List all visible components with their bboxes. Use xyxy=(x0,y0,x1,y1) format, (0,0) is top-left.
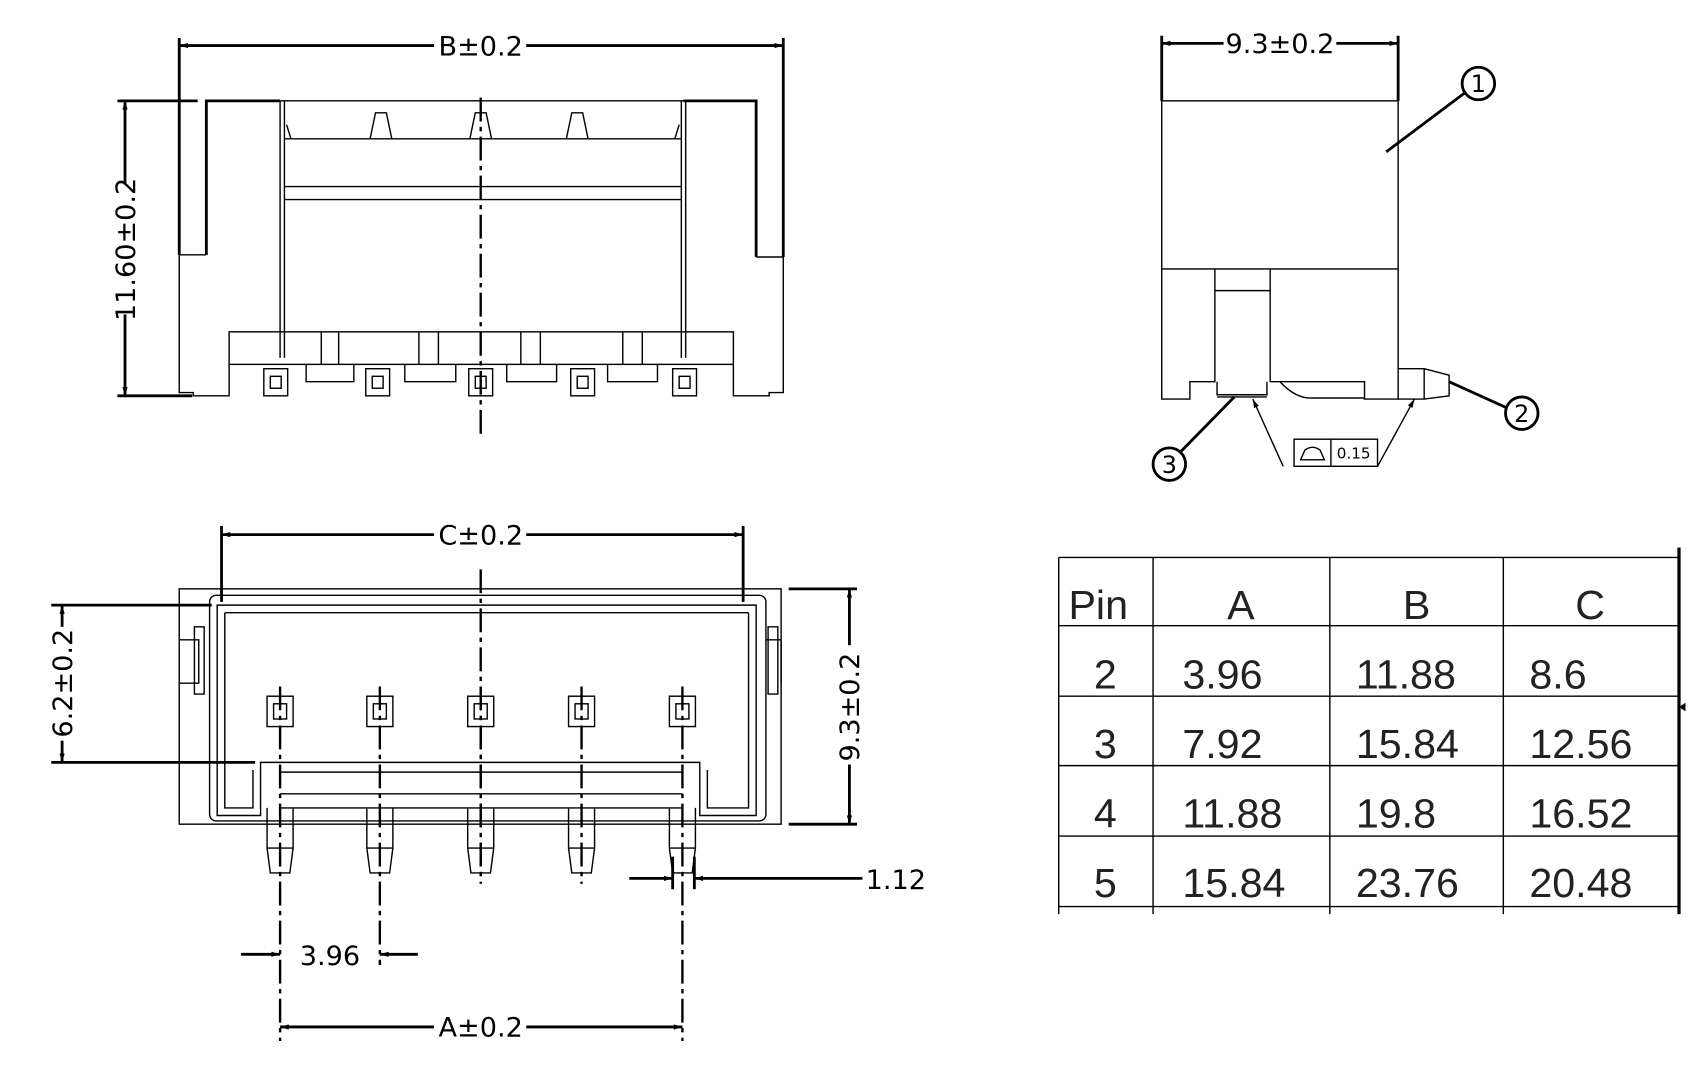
table-cell: 5 xyxy=(1094,860,1117,906)
table-cell: 15.84 xyxy=(1356,721,1459,767)
table-cell: 4 xyxy=(1094,790,1117,836)
table-cell: 11.88 xyxy=(1356,652,1456,698)
table-cell: 15.84 xyxy=(1182,860,1285,906)
table-header: A xyxy=(1227,582,1255,628)
table-cell: 2 xyxy=(1094,652,1117,698)
dimension-a: A±0.2 xyxy=(439,1013,523,1044)
dimension-pin-width: 1.12 xyxy=(866,865,926,896)
table-header: Pin xyxy=(1068,582,1128,628)
pin xyxy=(266,686,294,1042)
callout-3: 3 xyxy=(1162,451,1177,479)
callout-2: 2 xyxy=(1514,400,1529,428)
table-cell: 23.76 xyxy=(1356,860,1459,906)
dimension-table: Pin A B C 2 3.96 11.88 8.6 3 7.92 15.84 12.56 4 11.88… xyxy=(1058,547,1686,915)
table-cell: 20.48 xyxy=(1529,860,1632,906)
table-cell: 3.96 xyxy=(1182,652,1262,698)
top-view: B±0.2 11.60±0.2 xyxy=(111,31,785,436)
table-header: B xyxy=(1403,582,1430,628)
flatness-frame: 0.15 xyxy=(1293,438,1379,468)
pin xyxy=(567,686,596,884)
table-cell: 7.92 xyxy=(1182,721,1262,767)
side-view: 9.3±0.2 1 2 3 0.15 xyxy=(1151,29,1540,482)
dimension-b: B±0.2 xyxy=(438,31,522,62)
flatness-value: 0.15 xyxy=(1337,445,1371,463)
table-header: C xyxy=(1575,582,1605,628)
table-cell: 19.8 xyxy=(1356,790,1436,836)
dimension-9-3: 9.3±0.2 xyxy=(835,653,866,762)
pin xyxy=(366,686,394,966)
front-view: C±0.2 6.2±0.2 9.3±0.2 1.12 3.96 A±0.2 xyxy=(48,520,926,1043)
table-cell: 3 xyxy=(1094,721,1117,767)
table-cell: 12.56 xyxy=(1529,721,1632,767)
pin xyxy=(668,686,697,1042)
table-cell: 16.52 xyxy=(1529,790,1632,836)
callout-1: 1 xyxy=(1471,70,1486,98)
table-cell: 8.6 xyxy=(1529,652,1586,698)
dimension-6-2: 6.2±0.2 xyxy=(48,629,79,738)
dimension-c: C±0.2 xyxy=(438,520,523,551)
dimension-height: 11.60±0.2 xyxy=(111,178,142,321)
table-cell: 11.88 xyxy=(1182,790,1282,836)
dimension-pitch: 3.96 xyxy=(300,941,360,972)
dimension-side-width: 9.3±0.2 xyxy=(1225,29,1334,60)
